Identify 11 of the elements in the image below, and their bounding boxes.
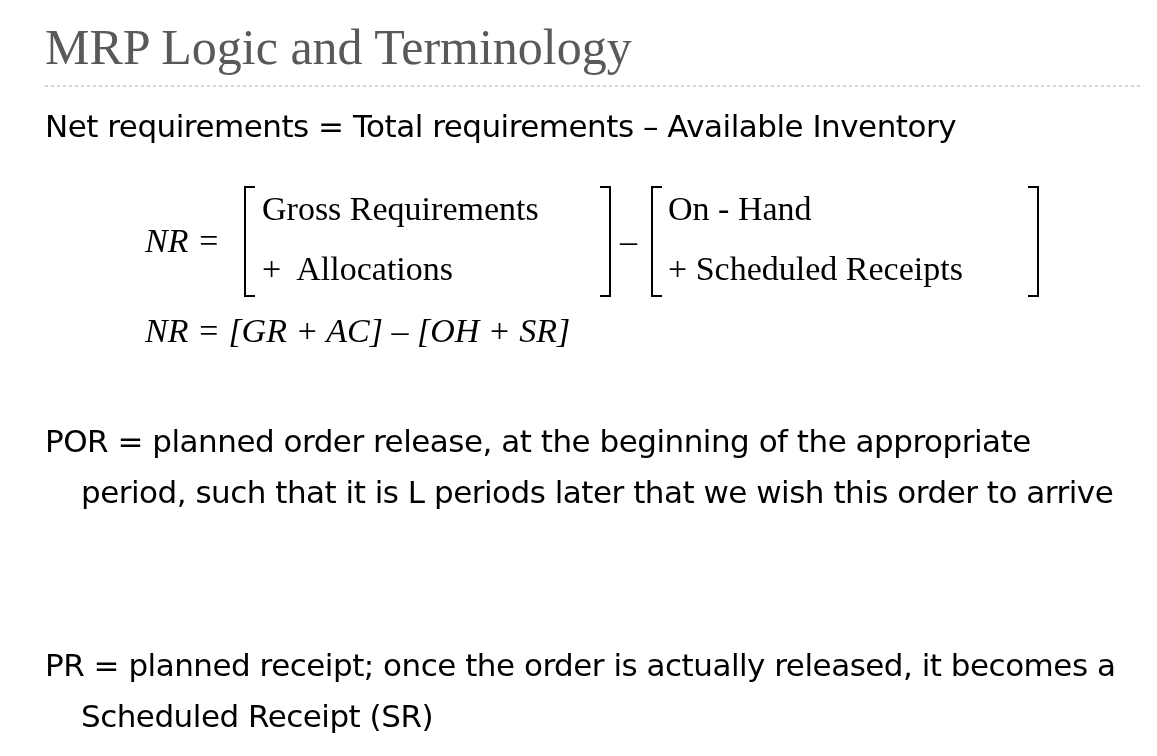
requirements-equation: Net requirements = Total requirements – Available Inventory — [45, 108, 957, 144]
formula-text: Gross Requirements — [262, 190, 539, 228]
minus-sign: – — [620, 222, 637, 260]
formula-text: + Allocations — [262, 250, 454, 288]
definition-text: PR = planned receipt; once the order is actually released, it becomes a Scheduled Receipt (SR) — [45, 646, 1117, 736]
formula-text: + Scheduled Receipts — [668, 250, 963, 288]
formula-text: NR = [GR + AC] – [OH + SR] — [145, 312, 571, 350]
formula-text: NR = — [145, 222, 220, 260]
slide-title: MRP Logic and Terminology — [45, 18, 632, 76]
definition-text: POR = planned order release, at the beginning of the appropriate period, such that it is L periods later that we wish this order to arrive — [45, 422, 1115, 512]
formula-text: On - Hand — [668, 190, 812, 228]
